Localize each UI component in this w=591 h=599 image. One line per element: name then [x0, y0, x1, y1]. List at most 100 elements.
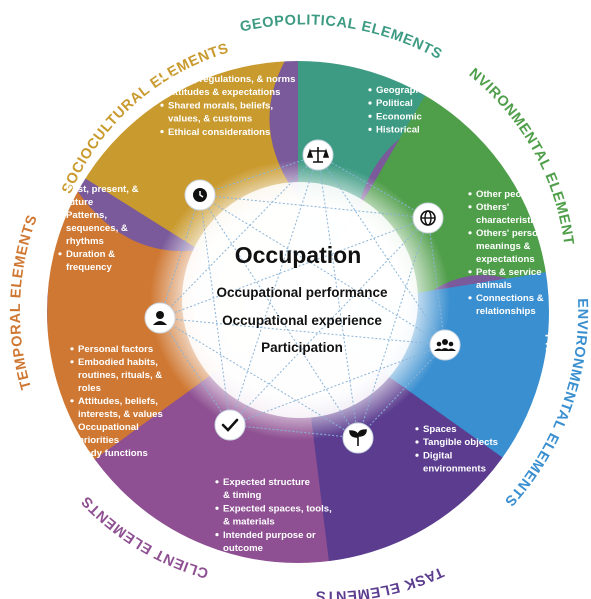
network-line	[159, 154, 319, 319]
center-label: Occupation Occupational performance Occu…	[216, 242, 388, 355]
bullet-icon	[415, 440, 419, 444]
center-line-1: Occupational performance	[216, 285, 388, 300]
bullet-icon	[468, 231, 472, 235]
list-item: Expected spaces, tools,	[223, 503, 332, 514]
list-item: Personal factors	[78, 344, 153, 355]
group-icon	[429, 329, 461, 361]
bullet-icon	[368, 114, 372, 118]
list-item: Others' personal	[476, 228, 552, 239]
bullet-icon	[70, 360, 74, 364]
label-task: TASK ELEMENTS	[315, 563, 446, 599]
bullet-icon	[70, 451, 74, 455]
bullet-icon	[468, 296, 472, 300]
list-item: Past, present, &	[66, 184, 139, 195]
network-line	[357, 217, 429, 439]
list-item: Other people	[476, 189, 535, 200]
bullet-icon	[468, 270, 472, 274]
list-item: Political	[376, 98, 413, 109]
bullet-icon	[70, 347, 74, 351]
bullet-icon	[368, 88, 372, 92]
list-item: Patterns,	[66, 210, 107, 221]
list-item: rhythms	[66, 236, 104, 247]
center-line-3: Participation	[261, 340, 343, 355]
list-item: Attitudes & expectations	[168, 87, 280, 98]
list-item: relationships	[476, 306, 536, 317]
globe-icon	[412, 202, 444, 234]
network-line	[199, 194, 231, 426]
bullet-icon	[368, 127, 372, 131]
list-item: environments	[423, 464, 486, 475]
bullet-icon	[160, 103, 164, 107]
list-item: Historical	[376, 125, 420, 136]
list-item: roles	[78, 383, 101, 394]
list-item: expectations	[476, 254, 535, 265]
icon-network	[159, 154, 446, 439]
bullet-icon	[215, 533, 219, 537]
list-item: & materials	[223, 517, 275, 528]
bullet-icon	[160, 77, 164, 81]
list-item: routines, rituals, &	[78, 370, 162, 381]
network-line	[357, 344, 446, 439]
list-item: Embodied habits,	[78, 357, 158, 368]
person-icon	[144, 302, 176, 334]
network-line	[199, 154, 319, 196]
list-item: Intended purpose or	[223, 530, 316, 541]
bullet-icon	[70, 425, 74, 429]
bullet-icon	[70, 399, 74, 403]
bullet-icon	[58, 213, 62, 217]
bullet-icon	[58, 187, 62, 191]
list-item: Expected structure	[223, 477, 310, 488]
list-item: future	[66, 197, 93, 208]
list-item: animals	[476, 280, 512, 291]
bullet-icon	[368, 101, 372, 105]
bullet-icon	[160, 90, 164, 94]
list-item: Body functions	[78, 448, 148, 459]
list-item: Occupational	[78, 422, 139, 433]
list-item: Others'	[476, 202, 509, 213]
list-item: values, & customs	[168, 114, 252, 125]
list-item: Connections &	[476, 293, 544, 304]
sprout-icon	[342, 422, 374, 454]
label-geopolitical: GEOPOLITICAL ELEMENTS	[239, 12, 445, 62]
checkmark-icon	[214, 409, 246, 441]
list-item: frequency	[66, 262, 113, 273]
list-item: Economic	[376, 111, 423, 122]
bullet-icon	[215, 480, 219, 484]
list-item: characteristics	[476, 215, 544, 226]
list-item: Spaces	[423, 424, 457, 435]
list-item: Digital	[423, 450, 452, 461]
network-line	[159, 317, 231, 426]
list-item: sequences, &	[66, 223, 128, 234]
center-title: Occupation	[235, 242, 362, 268]
list-item: priorities	[78, 435, 119, 446]
network-line	[199, 194, 359, 439]
network-line	[229, 424, 359, 439]
bullet-icon	[58, 252, 62, 256]
list-item: Shared morals, beliefs,	[168, 100, 273, 111]
network-line	[159, 194, 201, 319]
network-line	[229, 154, 319, 426]
list-item: Tangible objects	[423, 437, 498, 448]
label-temporal: TEMPORAL ELEMENTS	[8, 213, 41, 392]
network-line	[159, 317, 359, 439]
list-item: Duration &	[66, 249, 115, 260]
bullet-icon	[415, 427, 419, 431]
scales-icon	[302, 139, 334, 171]
list-item: Ethical considerations	[168, 127, 270, 138]
list-item: interests, & values	[78, 409, 163, 420]
list-item: outcome	[223, 543, 263, 554]
list-item: Attitudes, beliefs,	[78, 396, 158, 407]
list-item: Geographic	[376, 85, 430, 96]
center-line-2: Occupational experience	[222, 313, 382, 328]
clock-icon	[184, 179, 216, 211]
bullet-icon	[160, 130, 164, 134]
list-item: Rules, regulations, & norms	[168, 74, 295, 85]
